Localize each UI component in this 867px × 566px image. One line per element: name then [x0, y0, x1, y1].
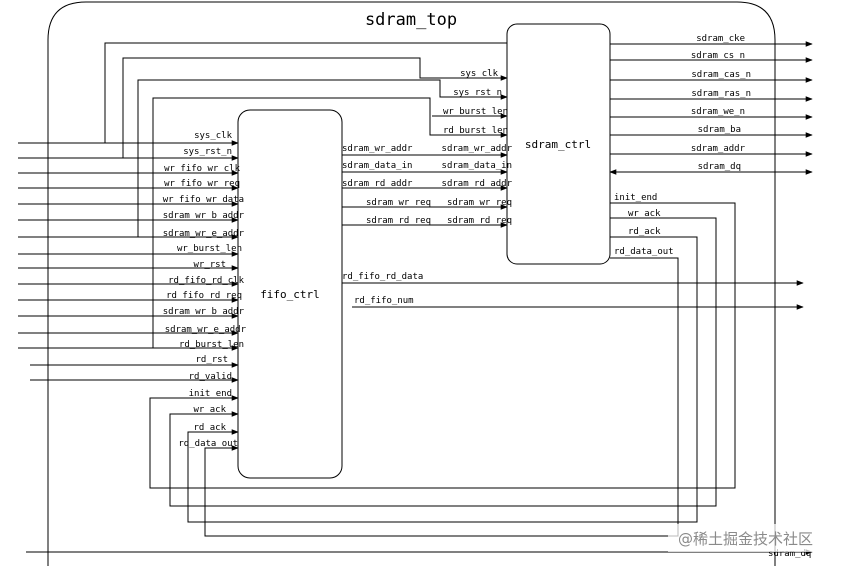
- ctrl-out-label: sdram_cs_n: [691, 51, 745, 61]
- fifo-out-label: sdram_wr_addr: [342, 144, 413, 154]
- ctrl-out-label: sdram_we_n: [691, 107, 745, 117]
- sdram-ctrl-label: sdram_ctrl: [525, 138, 591, 151]
- ctrl-out-label: sdram_cke: [696, 34, 745, 44]
- ctrl-output-wires: [609, 41, 813, 175]
- ctrl-in-label: sdram_data_in: [442, 161, 512, 171]
- top-module-frame: [47, 1, 776, 566]
- fifo-in-label: init_end: [189, 389, 232, 399]
- fifo-out-label: rd_fifo_num: [354, 296, 414, 306]
- top-module-title: sdram_top: [365, 10, 457, 30]
- fifo-in-label: wr_rst: [193, 260, 226, 270]
- watermark-backdrop: [668, 524, 867, 552]
- sdram-ctrl-block: [506, 23, 611, 265]
- ctrl-out-label: sdram_cas_n: [691, 70, 751, 80]
- fifo-in-label: wr_fifo_wr_data: [163, 195, 244, 205]
- fifo-in-label: sdram_wr_b_addr: [163, 211, 245, 221]
- ctrl-out-label: sdram_ras_n: [691, 89, 751, 99]
- fifo-out-label: sdram_data_in: [342, 161, 412, 171]
- ctrl-out-label: sdram_addr: [691, 144, 746, 154]
- fifo-in-label: sdram_wr_e_addr: [163, 229, 245, 239]
- fifo-out-label: sdram_wr_req: [366, 198, 431, 208]
- feedback-wires: [26, 202, 813, 555]
- fifo-in-label: wr_burst_len: [177, 244, 242, 254]
- ctrl-in-label: sys_rst_n: [453, 88, 502, 98]
- fifo-out-label: sdram_rd_addr: [342, 179, 413, 189]
- ctrl-in-label: sys_clk: [460, 69, 499, 79]
- fifo-in-label: sdram_wr_e_addr: [165, 325, 247, 335]
- fifo-out-label: sdram_rd_req: [366, 216, 431, 226]
- fifo-to-ctrl-wires: [342, 152, 508, 228]
- fifo-in-label: rd_ack: [193, 423, 226, 433]
- ctrl-out-label: rd_data_out: [614, 247, 674, 257]
- fifo-ctrl-label: fifo_ctrl: [260, 288, 320, 301]
- fifo-in-label: rd_burst_len: [179, 340, 244, 350]
- ctrl-in-label: sdram_wr_addr: [442, 144, 513, 154]
- ctrl-in-label: rd_burst_len: [443, 126, 508, 136]
- fifo-in-label: sys_clk: [194, 131, 233, 141]
- fifo-in-label: wr_fifo_wr_clk: [164, 164, 240, 174]
- fifo-in-label: rd_fifo_rd_clk: [168, 276, 244, 286]
- fifo-in-label: rd_data_out: [178, 439, 238, 449]
- ctrl-in-label: sdram_rd_req: [447, 216, 512, 226]
- fifo-out-label: rd_fifo_rd_data: [342, 272, 423, 282]
- ctrl-out-label: sdram_dq: [698, 162, 741, 172]
- fifo-in-label: sys_rst_n: [183, 147, 232, 157]
- ctrl-out-label: sdram_ba: [698, 125, 741, 135]
- ctrl-in-label: sdram_rd_addr: [442, 179, 513, 189]
- ctrl-out-label: init_end: [614, 193, 657, 203]
- fifo-in-label: wr_fifo_wr_req: [164, 179, 240, 189]
- bottom-signal-label: sdram_dq: [768, 549, 811, 559]
- fifo-in-label: sdram_wr_b_addr: [163, 307, 245, 317]
- ctrl-in-label: sdram_wr_req: [447, 198, 512, 208]
- fifo-input-wires: [18, 140, 239, 383]
- fifo-in-label: rd_fifo_rd_req: [166, 291, 242, 301]
- ctrl-out-label: wr_ack: [628, 209, 661, 219]
- ctrl-in-label: wr_burst_len: [443, 107, 508, 117]
- ctrl-out-label: rd_ack: [628, 227, 661, 237]
- watermark-text: @稀土掘金技术社区: [678, 530, 813, 548]
- fifo-in-label: rd_rst: [195, 355, 228, 365]
- fifo-ctrl-block: [237, 109, 343, 479]
- fifo-in-label: rd_valid: [189, 372, 232, 382]
- fifo-in-label: wr_ack: [193, 405, 226, 415]
- shared-input-branches: [104, 42, 508, 348]
